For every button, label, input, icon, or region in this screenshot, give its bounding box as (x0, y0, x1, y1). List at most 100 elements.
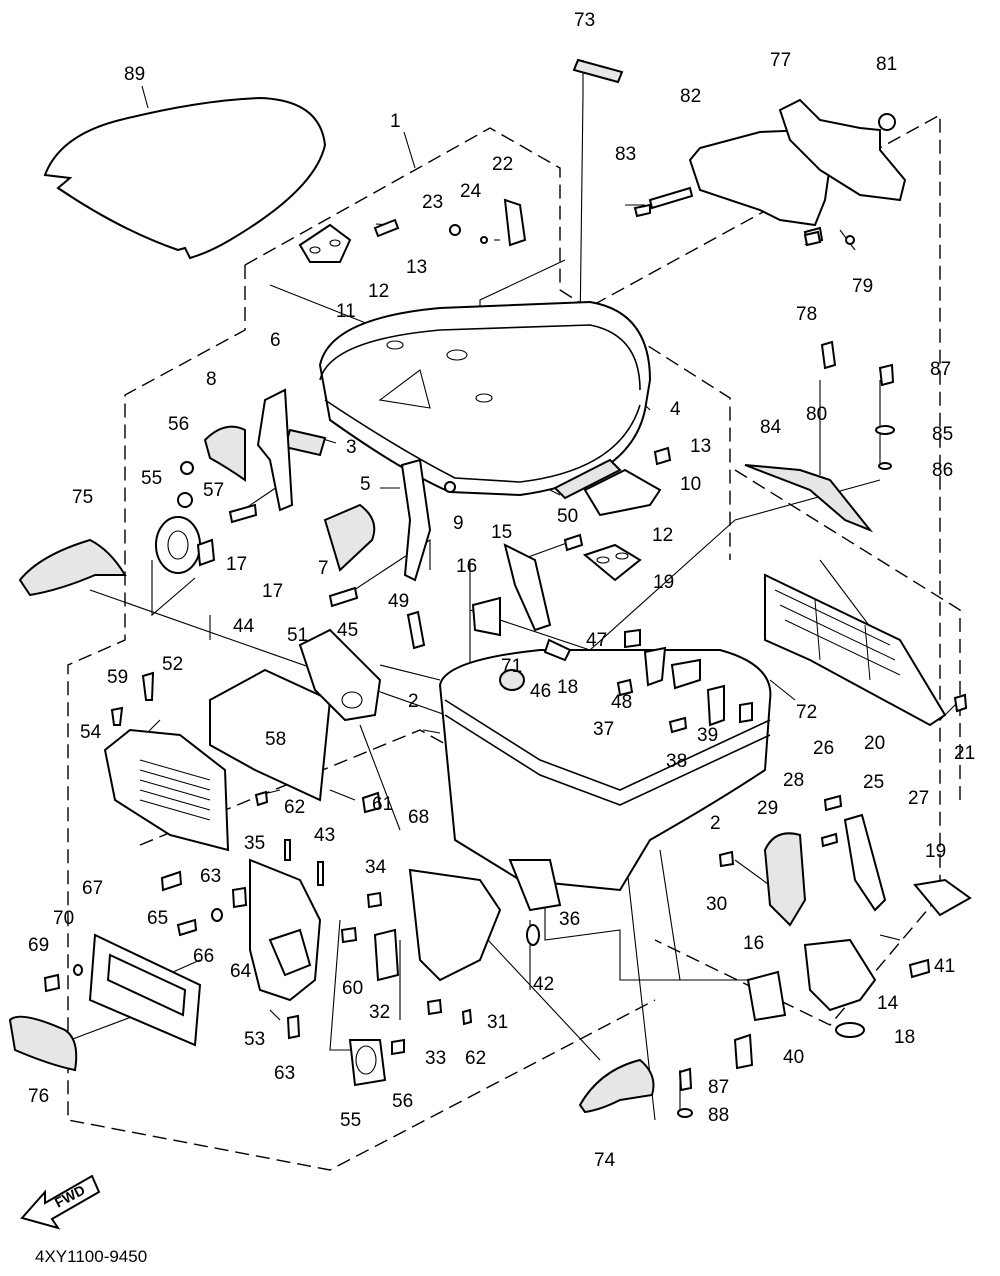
part-label: 56 (168, 414, 189, 435)
part-label: 82 (680, 86, 701, 107)
part-label: 88 (708, 1105, 729, 1126)
part-2-base-case (438, 628, 772, 892)
part-label: 11 (336, 301, 356, 322)
part-label: 3 (346, 437, 357, 458)
part-31-36-lamp-housing (408, 859, 562, 982)
part-label: 61 (372, 794, 393, 815)
part-15-16-19-brackets (471, 543, 972, 1022)
part-label: 63 (200, 866, 221, 887)
part-label: 55 (340, 1110, 361, 1131)
part-label: 19 (925, 841, 946, 862)
part-label: 83 (615, 144, 636, 165)
part-label: 57 (203, 480, 224, 501)
part-73-label (572, 58, 624, 84)
part-label: 52 (162, 654, 183, 675)
part-label: 23 (422, 192, 443, 213)
part-5-hinge (400, 458, 432, 582)
leader-lines (69, 60, 961, 1121)
part-label: 42 (533, 974, 554, 995)
part-label: 22 (492, 154, 513, 175)
part-label: 36 (559, 909, 580, 930)
part-20-reflector (764, 573, 947, 727)
part-label: 20 (864, 733, 885, 754)
part-89-pad (43, 96, 327, 260)
part-8-cover (203, 425, 246, 482)
part-label: 51 (287, 625, 308, 646)
part-label: 43 (314, 825, 335, 846)
part-label: 75 (72, 487, 93, 508)
part-label: 62 (465, 1048, 486, 1069)
part-label: 80 (806, 404, 827, 425)
part-label: 15 (491, 522, 512, 543)
part-label: 63 (274, 1063, 295, 1084)
part-label: 54 (80, 722, 102, 743)
part-label: 1 (390, 111, 401, 132)
part-label: 26 (813, 738, 834, 759)
part-label: 7 (318, 558, 329, 579)
part-label: 30 (706, 894, 727, 915)
part-label: 53 (244, 1029, 265, 1050)
part-label: 32 (369, 1002, 390, 1023)
part-label: 69 (28, 935, 49, 956)
part-55-speaker-lower (348, 1038, 405, 1087)
part-54-grille (103, 728, 230, 852)
part-label: 77 (770, 50, 791, 71)
part-label: 55 (141, 468, 162, 489)
part-label: 12 (368, 281, 389, 302)
part-label: 12 (652, 525, 673, 546)
part-label: 47 (586, 630, 607, 651)
part-label: 48 (611, 692, 632, 713)
part-label: 27 (908, 788, 929, 809)
part-label: 2 (408, 691, 419, 712)
part-76-reflector (8, 1015, 78, 1072)
part-label: 28 (783, 770, 804, 791)
part-label: 17 (226, 554, 247, 575)
part-label: 13 (690, 436, 711, 457)
part-label: 21 (954, 743, 975, 764)
part-label: 45 (337, 620, 358, 641)
part-label: 29 (757, 798, 778, 819)
part-label: 16 (456, 556, 477, 577)
part-label: 73 (574, 10, 595, 31)
part-label: 39 (697, 725, 718, 746)
part-label: 46 (530, 681, 551, 702)
part-label: 10 (680, 474, 701, 495)
part-label: 59 (107, 667, 128, 688)
part-label: 16 (743, 933, 764, 954)
part-25-latch (843, 813, 887, 912)
part-label: 5 (360, 474, 371, 495)
small-bolts-and-nuts (43, 203, 968, 1118)
part-label: 81 (876, 54, 897, 75)
part-84-strip (744, 464, 874, 533)
part-label: 71 (501, 656, 522, 677)
part-label: 56 (392, 1091, 413, 1112)
part-label: 31 (487, 1012, 508, 1033)
part-label: 79 (852, 276, 873, 297)
part-label: 35 (244, 833, 265, 854)
part-label: 13 (406, 257, 427, 278)
part-label: 70 (53, 908, 74, 929)
part-label: 87 (930, 359, 951, 380)
diagram-code: 4XY1100-9450 (35, 1247, 147, 1266)
part-label: 64 (230, 961, 252, 982)
part-label: 58 (265, 729, 286, 750)
part-label: 19 (653, 572, 674, 593)
part-label: 37 (593, 719, 614, 740)
part-label: 78 (796, 304, 817, 325)
part-label: 9 (453, 513, 464, 534)
part-label: 65 (147, 908, 168, 929)
part-label: 41 (934, 956, 955, 977)
part-55-speaker-upper (155, 492, 216, 574)
part-label: 33 (425, 1048, 446, 1069)
part-label: 44 (233, 616, 255, 637)
part-label: 74 (594, 1150, 616, 1171)
part-label: 17 (262, 581, 283, 602)
part-14-bracket (803, 938, 877, 1012)
part-label: 18 (557, 677, 578, 698)
part-label: 85 (932, 424, 953, 445)
part-label: 87 (708, 1077, 729, 1098)
part-label: 84 (760, 417, 782, 438)
part-label: 25 (863, 772, 884, 793)
part-label: 67 (82, 878, 103, 899)
